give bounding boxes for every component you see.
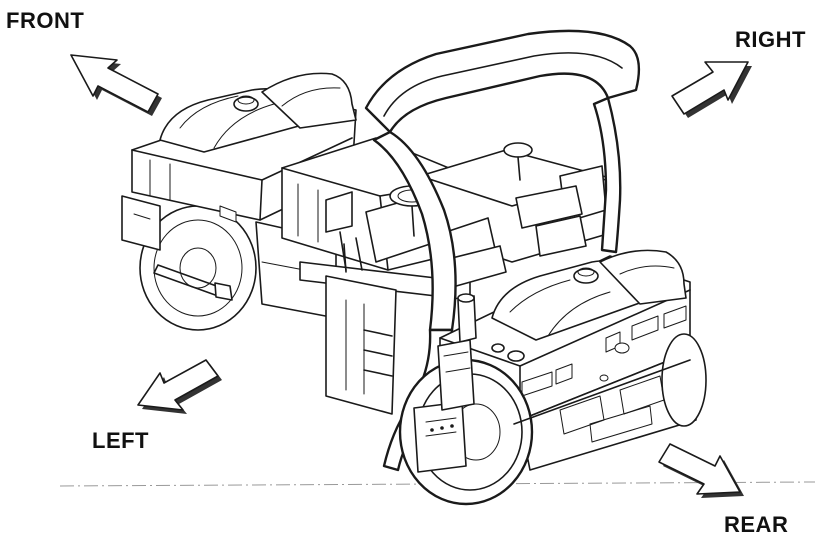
- rear-arrow-icon: [658, 443, 744, 498]
- right-arrow-icon: [671, 61, 752, 118]
- right-label: RIGHT: [735, 27, 806, 52]
- rear-drum-assembly: [398, 249, 707, 506]
- front-arrow-icon: [70, 54, 162, 116]
- scan-line: [59, 481, 816, 487]
- front-label: FRONT: [6, 8, 85, 33]
- rear-label: REAR: [724, 512, 789, 537]
- front-drum-assembly: [121, 72, 357, 331]
- left-label: LEFT: [92, 428, 149, 453]
- left-arrow-icon: [137, 359, 222, 414]
